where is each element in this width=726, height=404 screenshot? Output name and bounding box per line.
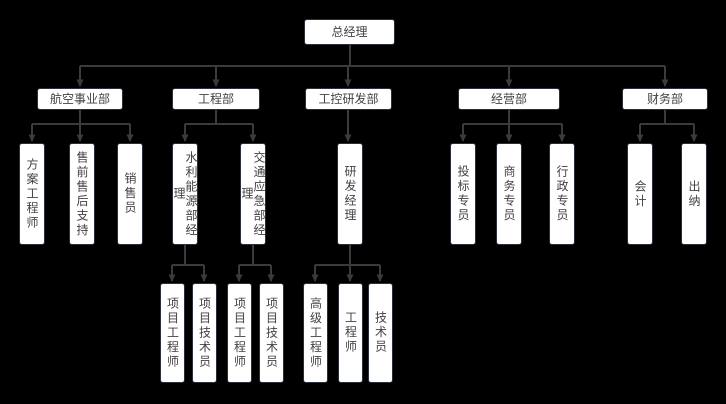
node-dept-finance[interactable]: 财务部 (622, 88, 708, 110)
node-general-manager[interactable]: 总经理 (304, 19, 395, 45)
node-solution-engineer[interactable]: 方案工程师 (19, 143, 45, 245)
node-engineer[interactable]: 工程师 (338, 283, 363, 383)
connector-water-energy-children (168, 245, 208, 282)
node-bidding-specialist[interactable]: 投标专员 (450, 143, 476, 245)
node-dept-operations[interactable]: 经营部 (458, 88, 560, 110)
node-business-specialist[interactable]: 商务专员 (496, 143, 522, 245)
node-rd-manager[interactable]: 研发经理 (337, 143, 363, 245)
node-dept-industrial-control-rd[interactable]: 工控研发部 (305, 88, 392, 110)
connector-traffic-emergency-children (235, 245, 275, 282)
connector-rd-manager-children (311, 245, 384, 282)
node-cashier[interactable]: 出纳 (681, 143, 707, 245)
node-project-engineer-traffic[interactable]: 项目工程师 (227, 283, 252, 383)
connector-engineering-children (181, 110, 257, 142)
connector-root-to-departments (76, 44, 669, 87)
node-project-engineer-water[interactable]: 项目工程师 (160, 283, 185, 383)
node-project-technician-traffic[interactable]: 项目技术员 (259, 283, 284, 383)
node-dept-engineering[interactable]: 工程部 (172, 88, 260, 110)
node-salesperson[interactable]: 销售员 (117, 143, 143, 245)
node-dept-aviation[interactable]: 航空事业部 (37, 88, 123, 110)
connector-finance-children (636, 110, 698, 142)
node-technician[interactable]: 技术员 (368, 283, 393, 383)
node-senior-engineer[interactable]: 高级工程师 (303, 283, 328, 383)
node-admin-specialist[interactable]: 行政专员 (549, 143, 575, 245)
node-traffic-emergency-manager[interactable]: 交通应急部经理 (240, 143, 266, 245)
node-accountant[interactable]: 会计 (627, 143, 653, 245)
connector-aviation-children (28, 110, 134, 142)
connector-operations-children (459, 110, 566, 142)
node-presales-aftersales-support[interactable]: 售前售后支持 (69, 143, 95, 245)
node-project-technician-water[interactable]: 项目技术员 (192, 283, 217, 383)
node-water-energy-manager[interactable]: 水利能源部经理 (172, 143, 198, 245)
